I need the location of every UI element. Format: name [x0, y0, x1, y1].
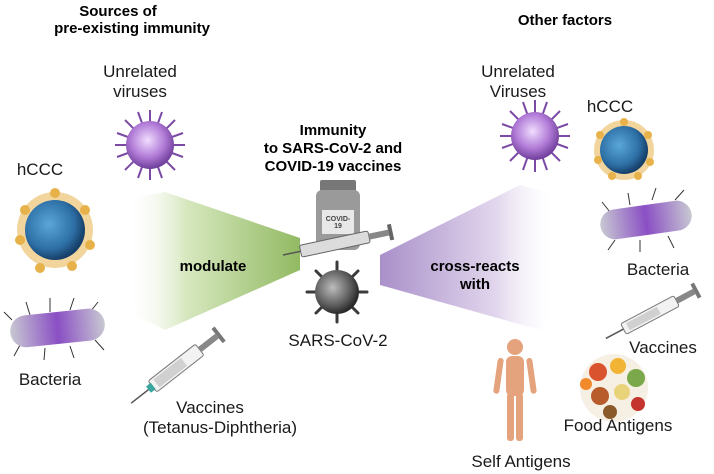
right-vaccines-label: Vaccines: [629, 338, 697, 357]
right-hccc-label: hCCC: [586, 97, 634, 116]
sars-cov-2-label: SARS-CoV-2: [288, 331, 388, 350]
crossreacts-label-line2: with: [460, 276, 490, 293]
right-unrelated-viruses-line2: Viruses: [489, 82, 547, 101]
center-title-line1: Immunity: [299, 122, 367, 139]
bacteria-icon-right: [600, 187, 692, 252]
human-body-icon: [493, 339, 537, 441]
syringe-icon-right: [605, 282, 702, 340]
left-vaccines-line1: Vaccines: [176, 398, 244, 417]
left-heading-line2: pre-existing immunity: [54, 20, 210, 37]
bacteria-icon-left: [3, 297, 105, 361]
right-bacteria-label: Bacteria: [626, 260, 690, 279]
hccc-icon-left: [15, 188, 95, 273]
right-heading: Other factors: [517, 12, 613, 29]
syringe-icon-center: [282, 223, 395, 258]
left-heading-line1: Sources of: [79, 3, 157, 20]
modulate-fan: [125, 192, 300, 330]
sars-cov-2-virus-icon: [305, 260, 369, 324]
center-title-line3: COVID-19 vaccines: [264, 158, 402, 175]
left-unrelated-viruses-line1: Unrelated: [103, 62, 177, 81]
right-self-antigens-label: Self Antigens: [471, 452, 571, 471]
crossreact-fan: [380, 185, 560, 330]
left-vaccines-line2: (Tetanus-Diphtheria): [142, 418, 297, 437]
vial-label: COVID-19: [325, 216, 351, 230]
left-unrelated-viruses-line2: viruses: [113, 82, 167, 101]
food-antigens-icon: [580, 354, 648, 422]
right-unrelated-viruses-line1: Unrelated: [481, 62, 555, 81]
center-title-line2: to SARS-CoV-2 and: [263, 140, 403, 157]
unrelated-virus-icon-right: [500, 100, 570, 172]
crossreacts-label-line1: cross-reacts: [430, 258, 520, 275]
hccc-icon-right: [594, 118, 654, 180]
modulate-label: modulate: [179, 258, 247, 275]
unrelated-virus-icon-left: [115, 110, 185, 180]
right-food-antigens-label: Food Antigens: [563, 416, 673, 435]
left-hccc-label: hCCC: [16, 160, 64, 179]
syringe-icon-left: [130, 326, 226, 404]
left-bacteria-label: Bacteria: [18, 370, 82, 389]
